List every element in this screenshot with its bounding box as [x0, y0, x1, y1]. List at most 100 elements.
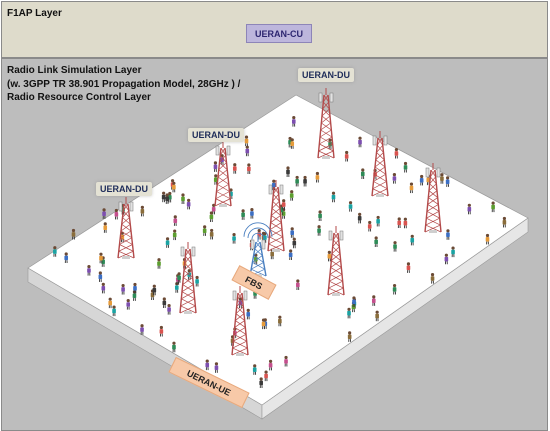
- ueran-du-label-2: UERAN-DU: [188, 128, 244, 142]
- ue-person: [315, 171, 320, 183]
- ue-person: [375, 310, 379, 322]
- ue-person: [288, 249, 293, 261]
- ue-person: [186, 198, 191, 210]
- ue-person: [290, 138, 295, 149]
- ue-person: [491, 201, 495, 213]
- ue-person: [409, 182, 414, 194]
- du-towers: [117, 88, 442, 356]
- ue-person: [140, 205, 145, 217]
- ue-person: [296, 279, 300, 290]
- ue-person: [152, 284, 157, 296]
- ue-person: [126, 299, 131, 310]
- ue-person: [232, 163, 237, 174]
- ue-person: [140, 324, 144, 335]
- ue-person: [172, 229, 177, 241]
- fbs-signal-arc-3: [243, 222, 273, 237]
- ue-person: [114, 208, 119, 220]
- ue-person: [261, 318, 266, 330]
- ue-person: [64, 252, 69, 264]
- ue-person: [108, 297, 112, 309]
- ue-person: [213, 174, 218, 185]
- ue-person: [284, 355, 288, 367]
- ue-person: [331, 191, 336, 203]
- ue-person: [467, 203, 472, 215]
- ue-person: [205, 359, 210, 371]
- ue-person: [103, 222, 108, 233]
- ue-person: [445, 176, 450, 187]
- fbs-mast: [249, 235, 267, 277]
- ue-person: [406, 262, 411, 273]
- ue-person: [159, 325, 164, 337]
- ue-person: [278, 315, 282, 327]
- ue-person: [289, 190, 294, 201]
- du-tower-4: [214, 141, 232, 207]
- ue-person: [291, 116, 296, 127]
- ue-person: [241, 209, 245, 220]
- radio-layer-title: Radio Link Simulation Layer (w. 3GPP TR …: [7, 64, 267, 105]
- du-tower-3: [424, 163, 442, 233]
- ue-person: [502, 216, 507, 228]
- ue-person: [264, 370, 268, 382]
- du-tower-1: [317, 88, 335, 159]
- ue-person: [394, 147, 399, 159]
- ue-person: [281, 199, 286, 210]
- ue-person: [245, 145, 250, 157]
- ue-person: [440, 173, 444, 184]
- ueran-du-label-1: UERAN-DU: [298, 68, 354, 82]
- ue-person: [397, 217, 402, 229]
- ue-person: [451, 246, 455, 258]
- ue-person: [367, 220, 372, 232]
- du-tower-6: [327, 226, 345, 296]
- ue-person: [209, 211, 214, 223]
- ue-person: [53, 246, 57, 257]
- ue-person: [165, 193, 169, 204]
- ue-person: [99, 252, 103, 264]
- ue-person: [292, 237, 297, 249]
- ue-person: [374, 236, 378, 247]
- ue-person: [167, 304, 171, 315]
- ue-person: [112, 305, 116, 317]
- du-tower-9: [231, 286, 249, 356]
- ue-person: [268, 359, 273, 371]
- ue-person: [250, 208, 254, 219]
- ue-person: [121, 283, 125, 295]
- ue-person: [290, 227, 295, 238]
- du-tower-7: [117, 197, 135, 259]
- ue-person: [252, 364, 257, 375]
- ue-person: [393, 241, 397, 252]
- ue-person: [181, 193, 185, 205]
- ue-person: [303, 175, 307, 187]
- ue-person: [102, 208, 106, 219]
- ue-person: [195, 275, 199, 287]
- ue-person: [403, 161, 408, 173]
- ue-person: [327, 250, 332, 262]
- ue-person: [392, 173, 397, 184]
- ue-person: [172, 181, 176, 193]
- ue-person: [446, 229, 450, 240]
- ue-person: [165, 237, 170, 248]
- ue-person: [352, 296, 356, 307]
- ue-person: [133, 282, 137, 294]
- ue-person: [173, 215, 178, 226]
- ue-person: [347, 331, 352, 342]
- ue-person: [71, 228, 76, 240]
- ue-person: [162, 297, 167, 308]
- ue-person: [410, 234, 415, 246]
- ue-person: [177, 272, 181, 283]
- ue-person: [161, 191, 166, 203]
- ue-person: [101, 282, 106, 294]
- ue-person: [214, 362, 219, 373]
- ue-person: [376, 215, 380, 227]
- ueran-cu-box: UERAN-CU: [246, 24, 312, 43]
- fbs-signal-arc-1: [251, 232, 265, 240]
- ue-person: [247, 163, 251, 175]
- fbs-signal-arc-2: [247, 227, 269, 239]
- ue-person: [246, 308, 251, 320]
- ue-person: [232, 233, 236, 244]
- ue-person: [371, 295, 376, 306]
- radio-layer-title-line-1: Radio Link Simulation Layer: [7, 65, 142, 76]
- ue-person: [485, 233, 490, 245]
- radio-layer-title-line-3: Radio Resource Control Layer: [7, 92, 151, 103]
